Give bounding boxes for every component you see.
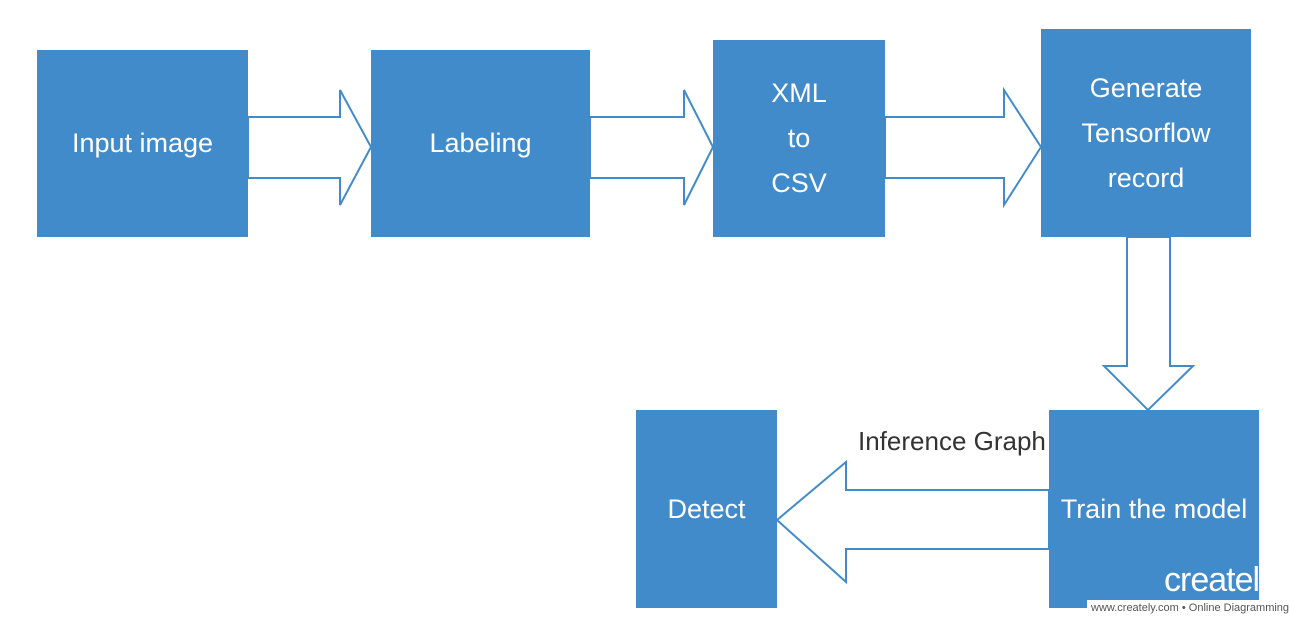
node-label: Labeling [429, 128, 532, 158]
arrow-input-to-labeling [247, 89, 373, 206]
node-train-model: Train the model [1049, 410, 1259, 608]
arrow-xml-to-tfrecord [884, 86, 1043, 209]
node-label: Input image [71, 128, 214, 158]
arrow-labeling-to-xml [589, 89, 715, 206]
node-label: Detect [667, 493, 746, 524]
node-label: XML to CSV [771, 78, 827, 198]
arrow-tfrecord-to-train [1101, 236, 1196, 412]
creately-watermark-url: www.creately.com • Online Diagramming [1087, 600, 1290, 616]
creately-logo: creately [1164, 561, 1276, 599]
edge-label-inference-graph: Inference Graph [858, 426, 1046, 456]
node-input-image: Input image [37, 50, 248, 237]
node-label: Train the model [1060, 493, 1248, 524]
node-detect: Detect [636, 410, 777, 608]
arrow-train-to-detect [775, 459, 1050, 585]
node-xml-to-csv: XML to CSV [713, 40, 885, 237]
node-labeling: Labeling [371, 50, 590, 237]
node-generate-tfrecord: Generate Tensorflow record [1041, 29, 1251, 237]
node-label: Generate Tensorflow record [1081, 72, 1211, 193]
